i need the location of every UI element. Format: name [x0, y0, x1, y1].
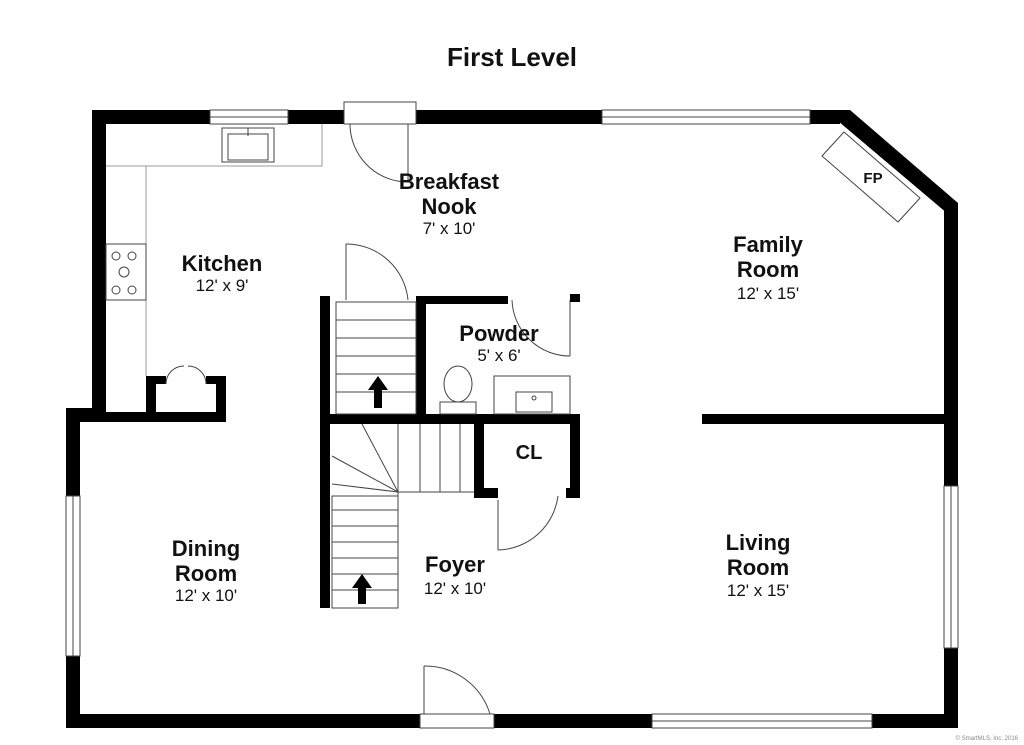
- pantry-doors: [165, 365, 207, 385]
- breakfast-nook-size: 7' x 10': [423, 219, 476, 238]
- breakfast-nook-name: Breakfast: [399, 169, 500, 194]
- family-room-size: 12' x 15': [737, 284, 799, 303]
- vanity-sink: [493, 375, 571, 415]
- powder-name: Powder: [459, 321, 539, 346]
- up-arrow-icon: [352, 574, 372, 604]
- doors: [343, 101, 571, 729]
- family-room-name: Room: [737, 257, 799, 282]
- foyer-name: Foyer: [425, 552, 485, 577]
- lower-staircase: [331, 423, 474, 609]
- fireplace-label: FP: [863, 170, 882, 187]
- kitchen-sink: [221, 127, 275, 163]
- dining-room-name: Room: [175, 561, 237, 586]
- upper-staircase: [335, 301, 417, 415]
- powder-size: 5' x 6': [477, 346, 520, 365]
- stove: [105, 243, 147, 301]
- plan-title: First Level: [447, 42, 577, 72]
- dining-room-name: Dining: [172, 536, 240, 561]
- family-room-name: Family: [733, 232, 803, 257]
- kitchen-counters: [106, 124, 323, 376]
- copyright-footer: © SmartMLS, Inc. 2016: [956, 735, 1019, 742]
- living-room-name: Living: [726, 530, 791, 555]
- fireplace: [821, 131, 921, 223]
- living-room-name: Room: [727, 555, 789, 580]
- foyer-size: 12' x 10': [424, 579, 486, 598]
- kitchen-name: Kitchen: [182, 251, 263, 276]
- windows: [65, 109, 959, 729]
- toilet: [439, 365, 477, 415]
- exterior-walls: [66, 110, 958, 728]
- interior-walls: [92, 294, 958, 608]
- up-arrow-icon: [368, 376, 388, 408]
- living-room-size: 12' x 15': [727, 581, 789, 600]
- kitchen-size: 12' x 9': [196, 276, 249, 295]
- breakfast-nook-name: Nook: [422, 194, 478, 219]
- closet-name: CL: [516, 442, 543, 464]
- dining-room-size: 12' x 10': [175, 586, 237, 605]
